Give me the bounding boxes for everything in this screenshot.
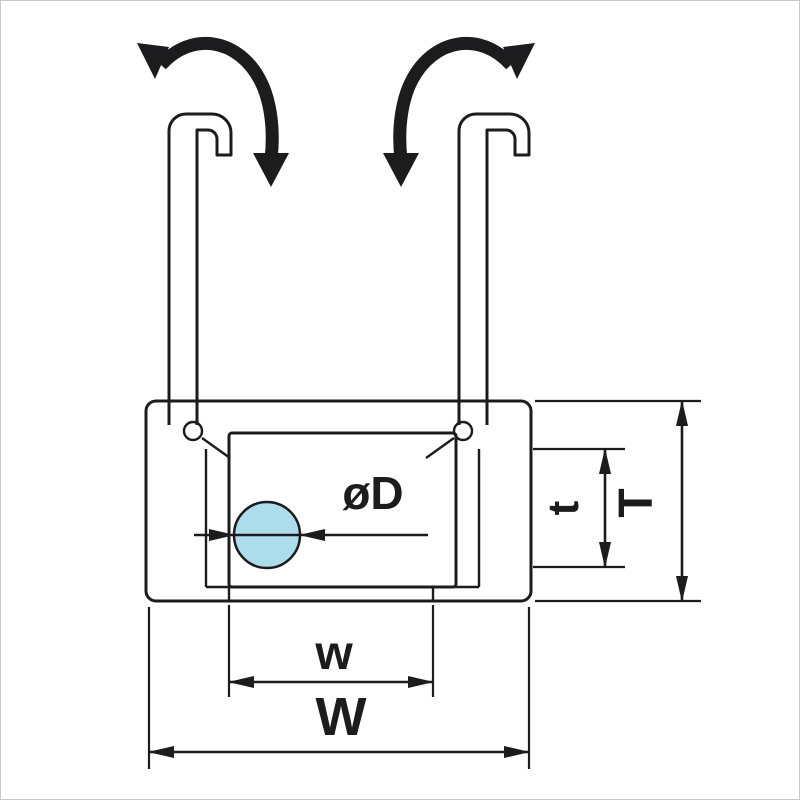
right-motion-arrowhead-down-icon <box>383 153 419 187</box>
dim-slot-width <box>227 605 435 697</box>
dim-overall-width <box>147 607 531 769</box>
rod-diameter-label: øD <box>342 467 403 519</box>
right-motion-arrowhead-up-icon <box>503 43 535 79</box>
left-latch-circle <box>182 420 204 442</box>
right-latch-circle <box>452 420 474 442</box>
left-motion-arrowhead-up-icon <box>137 43 169 79</box>
right-arm-profile <box>457 112 531 425</box>
left-motion-arrow <box>137 36 289 187</box>
overall-width-label: W <box>316 687 367 747</box>
left-motion-arrowhead-down-icon <box>253 153 289 187</box>
left-latch-lip <box>201 437 231 459</box>
dimension-labels: øD t T w W <box>314 467 663 747</box>
inner-height-label: t <box>539 500 588 515</box>
clamp-base <box>144 399 533 603</box>
right-motion-arc <box>393 36 516 160</box>
dim-overall-height <box>535 399 701 603</box>
overall-height-label: T <box>610 488 663 517</box>
left-arm-profile <box>167 112 233 425</box>
dim-inner-height <box>533 447 625 569</box>
slot-width-label: w <box>314 627 353 680</box>
left-motion-arc <box>156 36 279 160</box>
right-latch-lip <box>425 437 455 459</box>
right-motion-arrow <box>383 36 535 187</box>
base-outline <box>144 399 533 603</box>
drawing-root: øD t T w W <box>137 36 701 769</box>
clip-arms <box>167 112 531 425</box>
